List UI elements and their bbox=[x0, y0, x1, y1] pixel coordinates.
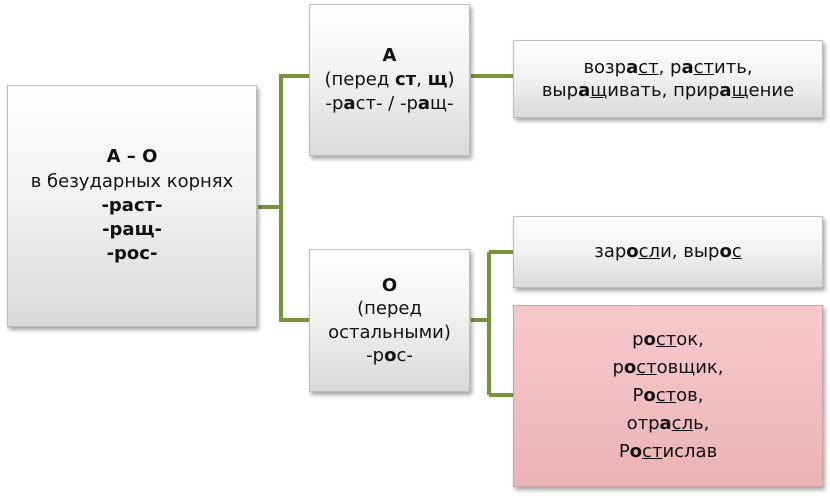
root-title: А – О bbox=[106, 146, 158, 168]
branch-a-roots: -раст- / -ращ- bbox=[325, 93, 454, 115]
connector-o-to-examples bbox=[471, 250, 513, 397]
branch-o-condition-2: остальными) bbox=[328, 321, 451, 343]
root-subtitle: в безударных корнях bbox=[30, 170, 234, 192]
exception-item: росток, bbox=[632, 329, 704, 351]
examples-a-line-2: выращивать, приращение bbox=[541, 80, 795, 101]
exception-item: ростовщик, bbox=[612, 357, 724, 379]
branch-a-box: А (перед ст, щ) -раст- / -ращ- bbox=[309, 4, 470, 156]
branch-o-box: О (перед остальными) -рос- bbox=[309, 249, 470, 392]
root-morpheme-ros: -рос- bbox=[106, 243, 158, 265]
branch-o-title: О bbox=[381, 274, 398, 296]
root-morpheme-rast: -раст- bbox=[101, 194, 163, 216]
exception-item: Ростов, bbox=[632, 385, 704, 407]
examples-a-line-1: возраст, растить, bbox=[583, 56, 753, 78]
exception-item: Ростислав bbox=[618, 440, 718, 462]
exception-item: отрасль, bbox=[626, 412, 710, 434]
root-box: А – О в безударных корнях -раст- -ращ- -… bbox=[7, 85, 257, 327]
exceptions-box: росток, ростовщик, Ростов, отрасль, Рост… bbox=[513, 305, 823, 487]
connector-root-to-branches bbox=[258, 74, 309, 322]
branch-o-condition-1: (перед bbox=[357, 298, 422, 320]
examples-o-line: заросли, вырос bbox=[594, 240, 742, 262]
examples-a-box: возраст, растить, выращивать, приращение bbox=[513, 40, 823, 118]
examples-o-box: заросли, вырос bbox=[513, 216, 823, 288]
root-morpheme-rasch: -ращ- bbox=[102, 219, 162, 241]
branch-a-condition: (перед ст, щ) bbox=[324, 68, 455, 90]
branch-a-title: А bbox=[382, 44, 397, 66]
branch-o-roots: -рос- bbox=[366, 344, 413, 366]
